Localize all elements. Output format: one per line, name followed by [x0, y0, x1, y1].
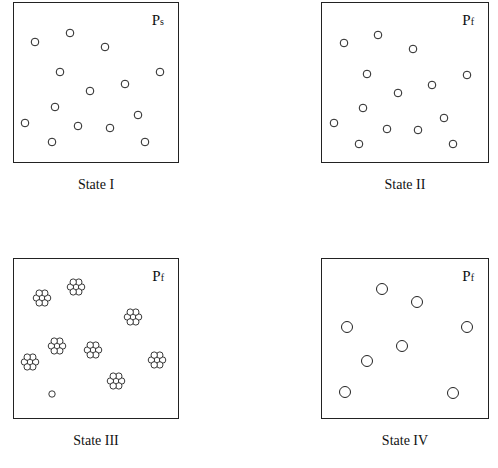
molecule	[377, 284, 388, 295]
molecule	[74, 122, 82, 130]
molecule	[383, 125, 391, 133]
state-caption: State I	[14, 177, 178, 192]
molecule	[448, 388, 459, 399]
molecule	[121, 80, 129, 88]
cluster	[84, 342, 102, 358]
pressure-label: Ps	[150, 12, 166, 29]
molecule	[355, 140, 363, 148]
molecule	[48, 138, 56, 146]
molecule	[374, 31, 382, 39]
molecule	[412, 297, 423, 308]
molecule	[21, 119, 29, 127]
molecule	[363, 70, 371, 78]
molecule	[156, 68, 164, 76]
molecule	[86, 87, 94, 95]
state-box: PfState II	[321, 2, 489, 163]
molecule	[340, 39, 348, 47]
cluster	[107, 373, 125, 389]
molecule	[463, 71, 471, 79]
state-caption: State IV	[322, 433, 488, 448]
molecule	[409, 45, 417, 53]
cluster	[21, 354, 39, 370]
molecule	[51, 103, 59, 111]
pressure-label: Pf	[150, 268, 166, 285]
state-box: PsState I	[13, 2, 179, 163]
molecule	[330, 119, 338, 127]
state-box: PfState III	[13, 258, 179, 419]
molecule	[134, 111, 142, 119]
molecule	[362, 356, 373, 367]
molecule	[49, 391, 55, 397]
state-box: PfState IV	[321, 258, 489, 419]
molecule	[106, 124, 114, 132]
molecule	[449, 140, 457, 148]
molecule	[394, 89, 402, 97]
molecule	[397, 341, 408, 352]
cluster	[48, 338, 66, 354]
molecule	[66, 29, 74, 37]
molecule	[31, 38, 39, 46]
molecule	[359, 104, 367, 112]
cluster	[148, 352, 166, 368]
state-caption: State II	[322, 177, 488, 192]
gas-molecules-state-1	[21, 29, 164, 146]
molecule	[56, 68, 64, 76]
state-caption: State III	[14, 433, 178, 448]
molecule	[462, 322, 473, 333]
molecule-clusters-state-3	[21, 279, 166, 397]
cluster	[67, 279, 85, 295]
molecule	[141, 138, 149, 146]
large-molecules-state-4	[340, 284, 473, 399]
molecule	[428, 81, 436, 89]
molecule	[101, 43, 109, 51]
pressure-label: Pf	[460, 12, 476, 29]
gas-molecules-state-2	[330, 31, 471, 148]
cluster	[124, 309, 142, 325]
molecule	[440, 114, 448, 122]
molecule	[342, 322, 353, 333]
molecule	[340, 387, 351, 398]
cluster	[33, 290, 51, 306]
molecule	[414, 126, 422, 134]
pressure-label: Pf	[460, 268, 476, 285]
